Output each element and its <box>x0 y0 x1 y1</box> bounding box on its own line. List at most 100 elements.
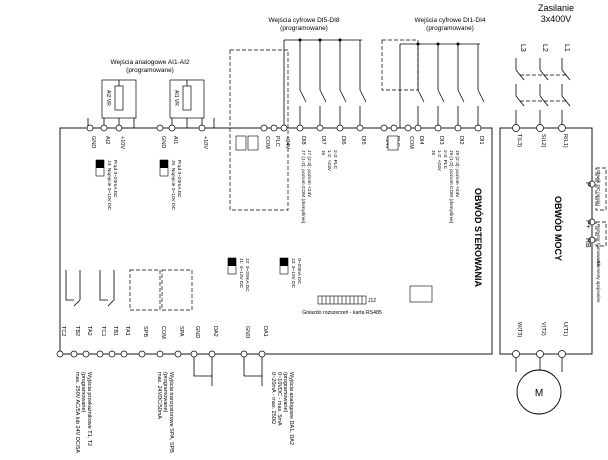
jumper-di14-block: J8 1-2: +24V 2-3: PLC J9 (1-2): poziom C… <box>387 135 460 224</box>
terminal-plc-58: PLC <box>270 124 280 147</box>
svg-text:J6: J6 <box>320 150 326 155</box>
terminal-tb1: TB1 <box>108 326 118 358</box>
svg-text:GND: GND <box>160 136 166 148</box>
svg-text:COM: COM <box>264 136 270 149</box>
control-circuit-label: OBWÓD STEROWANIA <box>473 188 484 287</box>
svg-text:DI5: DI5 <box>360 136 366 145</box>
svg-text:0~20mA DC: 0~20mA DC <box>296 258 302 285</box>
terminal-com-58: COM <box>260 124 270 149</box>
power-circuit-label: OBWÓD MOCY <box>553 196 564 261</box>
phase-l1-label: L1 <box>563 44 570 52</box>
svg-text:DI8: DI8 <box>300 136 306 145</box>
svg-text:DI3: DI3 <box>438 136 444 145</box>
svg-text:J7 (1-2): poziom COM (domyślni: J7 (1-2): poziom COM (domyślnie) <box>300 150 306 224</box>
expansion-slot: J12 Gniazdo rozszerzeń - karta RS485 <box>302 285 433 316</box>
di14-switches <box>399 42 485 128</box>
svg-text:+24V: +24V <box>284 136 290 149</box>
svg-text:DI7: DI7 <box>320 136 326 145</box>
terminal-gnd-da2: GND <box>190 326 200 358</box>
svg-text:GND: GND <box>90 136 96 148</box>
terminal-spb: SPB <box>138 326 148 358</box>
svg-text:1-2: +24V: 1-2: +24V <box>326 150 332 172</box>
jumper-di58-block: J6 1-2: +24V 2-3: PLC J7 (1-2): poziom C… <box>235 135 338 224</box>
svg-text:+10V: +10V <box>119 136 125 149</box>
svg-text:J1: 0~10V DC: J1: 0~10V DC <box>238 258 244 289</box>
terminal-di8: DI8 <box>296 124 306 145</box>
svg-text:J8: J8 <box>430 150 436 155</box>
di58-title: Wejścia cyfrowe DI5-DI8 <box>268 17 339 24</box>
terminal-tc2: TC2 <box>56 326 66 358</box>
analog-out-note: Wyjścia analogowe DA1, DA2 (programowane… <box>270 372 294 445</box>
terminal-24v-14: +24V <box>380 124 390 149</box>
svg-text:J3: 0~10V DC: J3: 0~10V DC <box>290 258 296 289</box>
terminal-tc1: TC1 <box>96 326 106 358</box>
di14-subtitle: (programowane) <box>426 25 474 32</box>
terminal-ta2: TA2 <box>82 326 92 358</box>
terminal-com-14: COM <box>404 124 414 149</box>
terminal-ta1: TA1 <box>120 326 130 358</box>
svg-text:TA2: TA2 <box>86 326 92 336</box>
supply-title: Zasilanie <box>538 3 574 13</box>
power-circuit-box <box>499 127 593 355</box>
terminal-di5: DI5 <box>356 124 366 145</box>
svg-text:0~10VDC - max. 5mA: 0~10VDC - max. 5mA <box>276 372 282 426</box>
svg-text:TB2: TB2 <box>74 326 80 336</box>
svg-text:SPA: SPA <box>178 326 184 337</box>
power-output-terminals: W(T3) V(T2) U(T1) <box>512 322 568 372</box>
svg-text:V(T2): V(T2) <box>540 322 546 336</box>
svg-text:GND: GND <box>244 326 250 338</box>
svg-text:DI6: DI6 <box>340 136 346 145</box>
di58-jumper-area <box>229 49 289 211</box>
jumper-j4-current: Prąd 0~20mA DC <box>112 160 118 198</box>
svg-text:J2: 0~20mA DC: J2: 0~20mA DC <box>244 258 250 292</box>
analog-inputs-subtitle: (programowane) <box>126 67 174 74</box>
pot-ai2-label: AI2 VR <box>105 90 111 106</box>
phase-l2-label: L2 <box>541 44 548 52</box>
terminal-gnd-ai1: GND <box>156 124 166 148</box>
svg-text:S(L2): S(L2) <box>540 134 546 148</box>
svg-text:J9 (1-2): poziom COM (domyślni: J9 (1-2): poziom COM (domyślnie) <box>448 150 454 224</box>
potentiometer-ai1: AI1 VR <box>169 79 205 119</box>
brake-resistor-label: Rezystor hamowania <box>596 224 601 267</box>
svg-text:DI4: DI4 <box>418 136 424 145</box>
control-circuit-box <box>59 127 493 355</box>
terminal-gnd-ai2: GND <box>86 124 96 148</box>
terminal-10v-ai2: +10V <box>115 124 125 149</box>
control-terminal-row: GND AI2 +10V GND AI1 +10V DI8 DI7 DI6 DI… <box>86 124 484 149</box>
svg-text:(programowane): (programowane) <box>282 372 288 413</box>
svg-text:(programowane): (programowane) <box>162 372 168 413</box>
analog-inputs-title: Wejścia analogowe AI1-AI2 <box>110 59 189 66</box>
svg-text:AI2: AI2 <box>104 136 110 144</box>
jumper-ao-block: J1: 0~10V DC J2: 0~20mA DC J3: 0~10V DC … <box>227 257 302 292</box>
svg-text:TA1: TA1 <box>124 326 130 336</box>
optional-elements-label: - Elementy opcjonalne <box>596 258 601 303</box>
svg-text:max. 24VDC/50mA: max. 24VDC/50mA <box>156 372 162 419</box>
terminal-com-sp: COM <box>156 326 166 358</box>
dc-choke-label: Dławik DC (opcja) <box>596 170 601 207</box>
svg-text:+10V: +10V <box>202 136 208 149</box>
transistor-outputs <box>129 269 193 311</box>
svg-text:J7 (2-3): poziom +24V: J7 (2-3): poziom +24V <box>306 150 312 198</box>
svg-text:COM: COM <box>408 136 414 149</box>
svg-text:RB: RB <box>584 238 591 248</box>
terminal-gnd-da1: GND <box>240 326 250 358</box>
svg-text:R(L1): R(L1) <box>562 134 568 148</box>
svg-text:Wyjścia tranzystorowe SPA, SPB: Wyjścia tranzystorowe SPA, SPB <box>168 372 174 453</box>
svg-text:DA1: DA1 <box>262 326 268 337</box>
potentiometer-ai2: AI2 VR <box>101 79 137 119</box>
svg-text:TC2: TC2 <box>60 326 66 336</box>
terminal-ai2: AI2 <box>100 124 110 144</box>
motor: M <box>516 369 562 415</box>
motor-label: M <box>535 388 543 399</box>
terminal-da1: DA1 <box>258 326 268 358</box>
terminal-spa: SPA <box>174 326 184 358</box>
expansion-card-label: Gniazdo rozszerzeń - karta RS485 <box>302 310 382 316</box>
expansion-connector-label: J12 <box>368 298 376 304</box>
jumper-ai-block: J4: Napięcie 0~10V DC Prąd 0~20mA DC J5:… <box>95 159 182 211</box>
bottom-terminal-row: TC2 TB2 TA2 TC1 TB1 TA1 SPB COM SPA GND … <box>56 326 268 358</box>
svg-text:DA2: DA2 <box>212 326 218 337</box>
jumper-j5-current: Prąd 0~20mA DC <box>176 160 182 198</box>
svg-text:SPB: SPB <box>142 326 148 337</box>
svg-text:TB1: TB1 <box>112 326 118 336</box>
terminal-24v-58: +24V <box>280 124 290 149</box>
